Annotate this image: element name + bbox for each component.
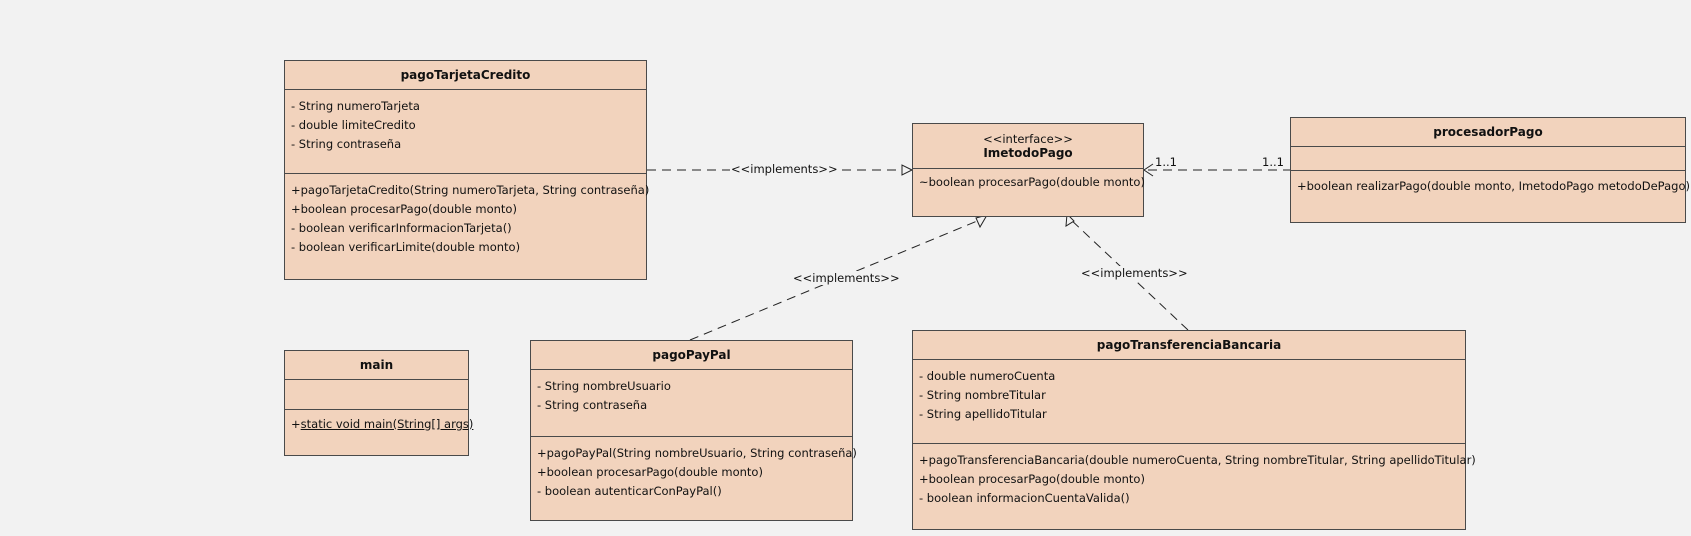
attribute: - String contraseña	[537, 398, 648, 412]
class-main[interactable]: main +static void main(String[] args)	[284, 350, 473, 456]
method: +static void main(String[] args)	[291, 415, 473, 434]
implements-label-paypal: <<implements>>	[792, 271, 901, 285]
methods-section: +boolean realizarPago(double monto, Imet…	[1291, 171, 1690, 196]
attribute: - double numeroCuenta	[919, 369, 1056, 383]
class-header: main	[285, 351, 468, 380]
methods-section: +pagoTransferenciaBancaria(double numero…	[913, 444, 1476, 508]
attribute: - double limiteCredito	[291, 118, 416, 132]
attribute: - String contraseña	[291, 137, 402, 151]
interface-ImetodoPago[interactable]: <<interface>> ImetodoPago ~boolean proce…	[912, 123, 1145, 217]
class-header: pagoPayPal	[531, 341, 852, 370]
implements-label-transferencia: <<implements>>	[1080, 266, 1189, 280]
class-name: pagoTarjetaCredito	[400, 68, 531, 82]
methods-section: +pagoPayPal(String nombreUsuario, String…	[531, 437, 857, 501]
method: +pagoPayPal(String nombreUsuario, String…	[537, 446, 857, 460]
class-header: <<interface>> ImetodoPago	[913, 124, 1143, 169]
class-name: procesadorPago	[1433, 125, 1543, 139]
method: ~boolean procesarPago(double monto)	[919, 175, 1145, 189]
attributes-section: - String nombreUsuario - String contrase…	[531, 370, 852, 437]
implements-label-tarjeta: <<implements>>	[730, 162, 839, 176]
class-pagoTarjetaCredito[interactable]: pagoTarjetaCredito - String numeroTarjet…	[284, 60, 650, 280]
attribute: - String numeroTarjeta	[291, 99, 420, 113]
attributes-section	[285, 380, 468, 410]
attribute: - String nombreUsuario	[537, 379, 671, 393]
attributes-section: - String numeroTarjeta - double limiteCr…	[285, 90, 646, 174]
static-method: static void main(String[] args)	[300, 417, 474, 431]
class-pagoPayPal[interactable]: pagoPayPal - String nombreUsuario - Stri…	[530, 340, 857, 521]
attribute: - String nombreTitular	[919, 388, 1046, 402]
method: - boolean verificarInformacionTarjeta()	[291, 221, 512, 235]
multiplicity-interface-side: 1..1	[1155, 155, 1177, 169]
class-name: ImetodoPago	[983, 146, 1073, 160]
methods-section: ~boolean procesarPago(double monto)	[913, 169, 1145, 192]
class-header: pagoTarjetaCredito	[285, 61, 646, 90]
attributes-section	[1291, 147, 1685, 171]
method: +boolean procesarPago(double monto)	[537, 465, 763, 479]
class-procesadorPago[interactable]: procesadorPago +boolean realizarPago(dou…	[1290, 117, 1690, 223]
attribute: - String apellidoTitular	[919, 407, 1047, 421]
method: +pagoTransferenciaBancaria(double numero…	[919, 453, 1476, 467]
class-name: main	[359, 358, 394, 372]
realization-arrowhead-transferencia	[1065, 212, 1075, 227]
dependency-arrowhead	[1143, 163, 1154, 177]
method: +pagoTarjetaCredito(String numeroTarjeta…	[291, 183, 650, 197]
method-visibility: +	[291, 417, 301, 431]
method: +boolean procesarPago(double monto)	[291, 202, 517, 216]
class-name: pagoTransferenciaBancaria	[1096, 338, 1282, 352]
realization-arrowhead-tarjeta	[901, 164, 914, 176]
methods-section: +pagoTarjetaCredito(String numeroTarjeta…	[285, 174, 650, 257]
method: - boolean informacionCuentaValida()	[919, 491, 1130, 505]
multiplicity-procesador-side: 1..1	[1262, 155, 1284, 169]
class-pagoTransferenciaBancaria[interactable]: pagoTransferenciaBancaria - double numer…	[912, 330, 1476, 530]
class-header: pagoTransferenciaBancaria	[913, 331, 1465, 360]
attributes-section: - double numeroCuenta - String nombreTit…	[913, 360, 1465, 444]
method: +boolean realizarPago(double monto, Imet…	[1297, 179, 1690, 193]
class-name: pagoPayPal	[652, 348, 731, 362]
methods-section: +static void main(String[] args)	[285, 410, 473, 434]
stereotype: <<interface>>	[983, 132, 1073, 146]
method: +boolean procesarPago(double monto)	[919, 472, 1145, 486]
method: - boolean autenticarConPayPal()	[537, 484, 722, 498]
method: - boolean verificarLimite(double monto)	[291, 240, 521, 254]
class-header: procesadorPago	[1291, 118, 1685, 147]
